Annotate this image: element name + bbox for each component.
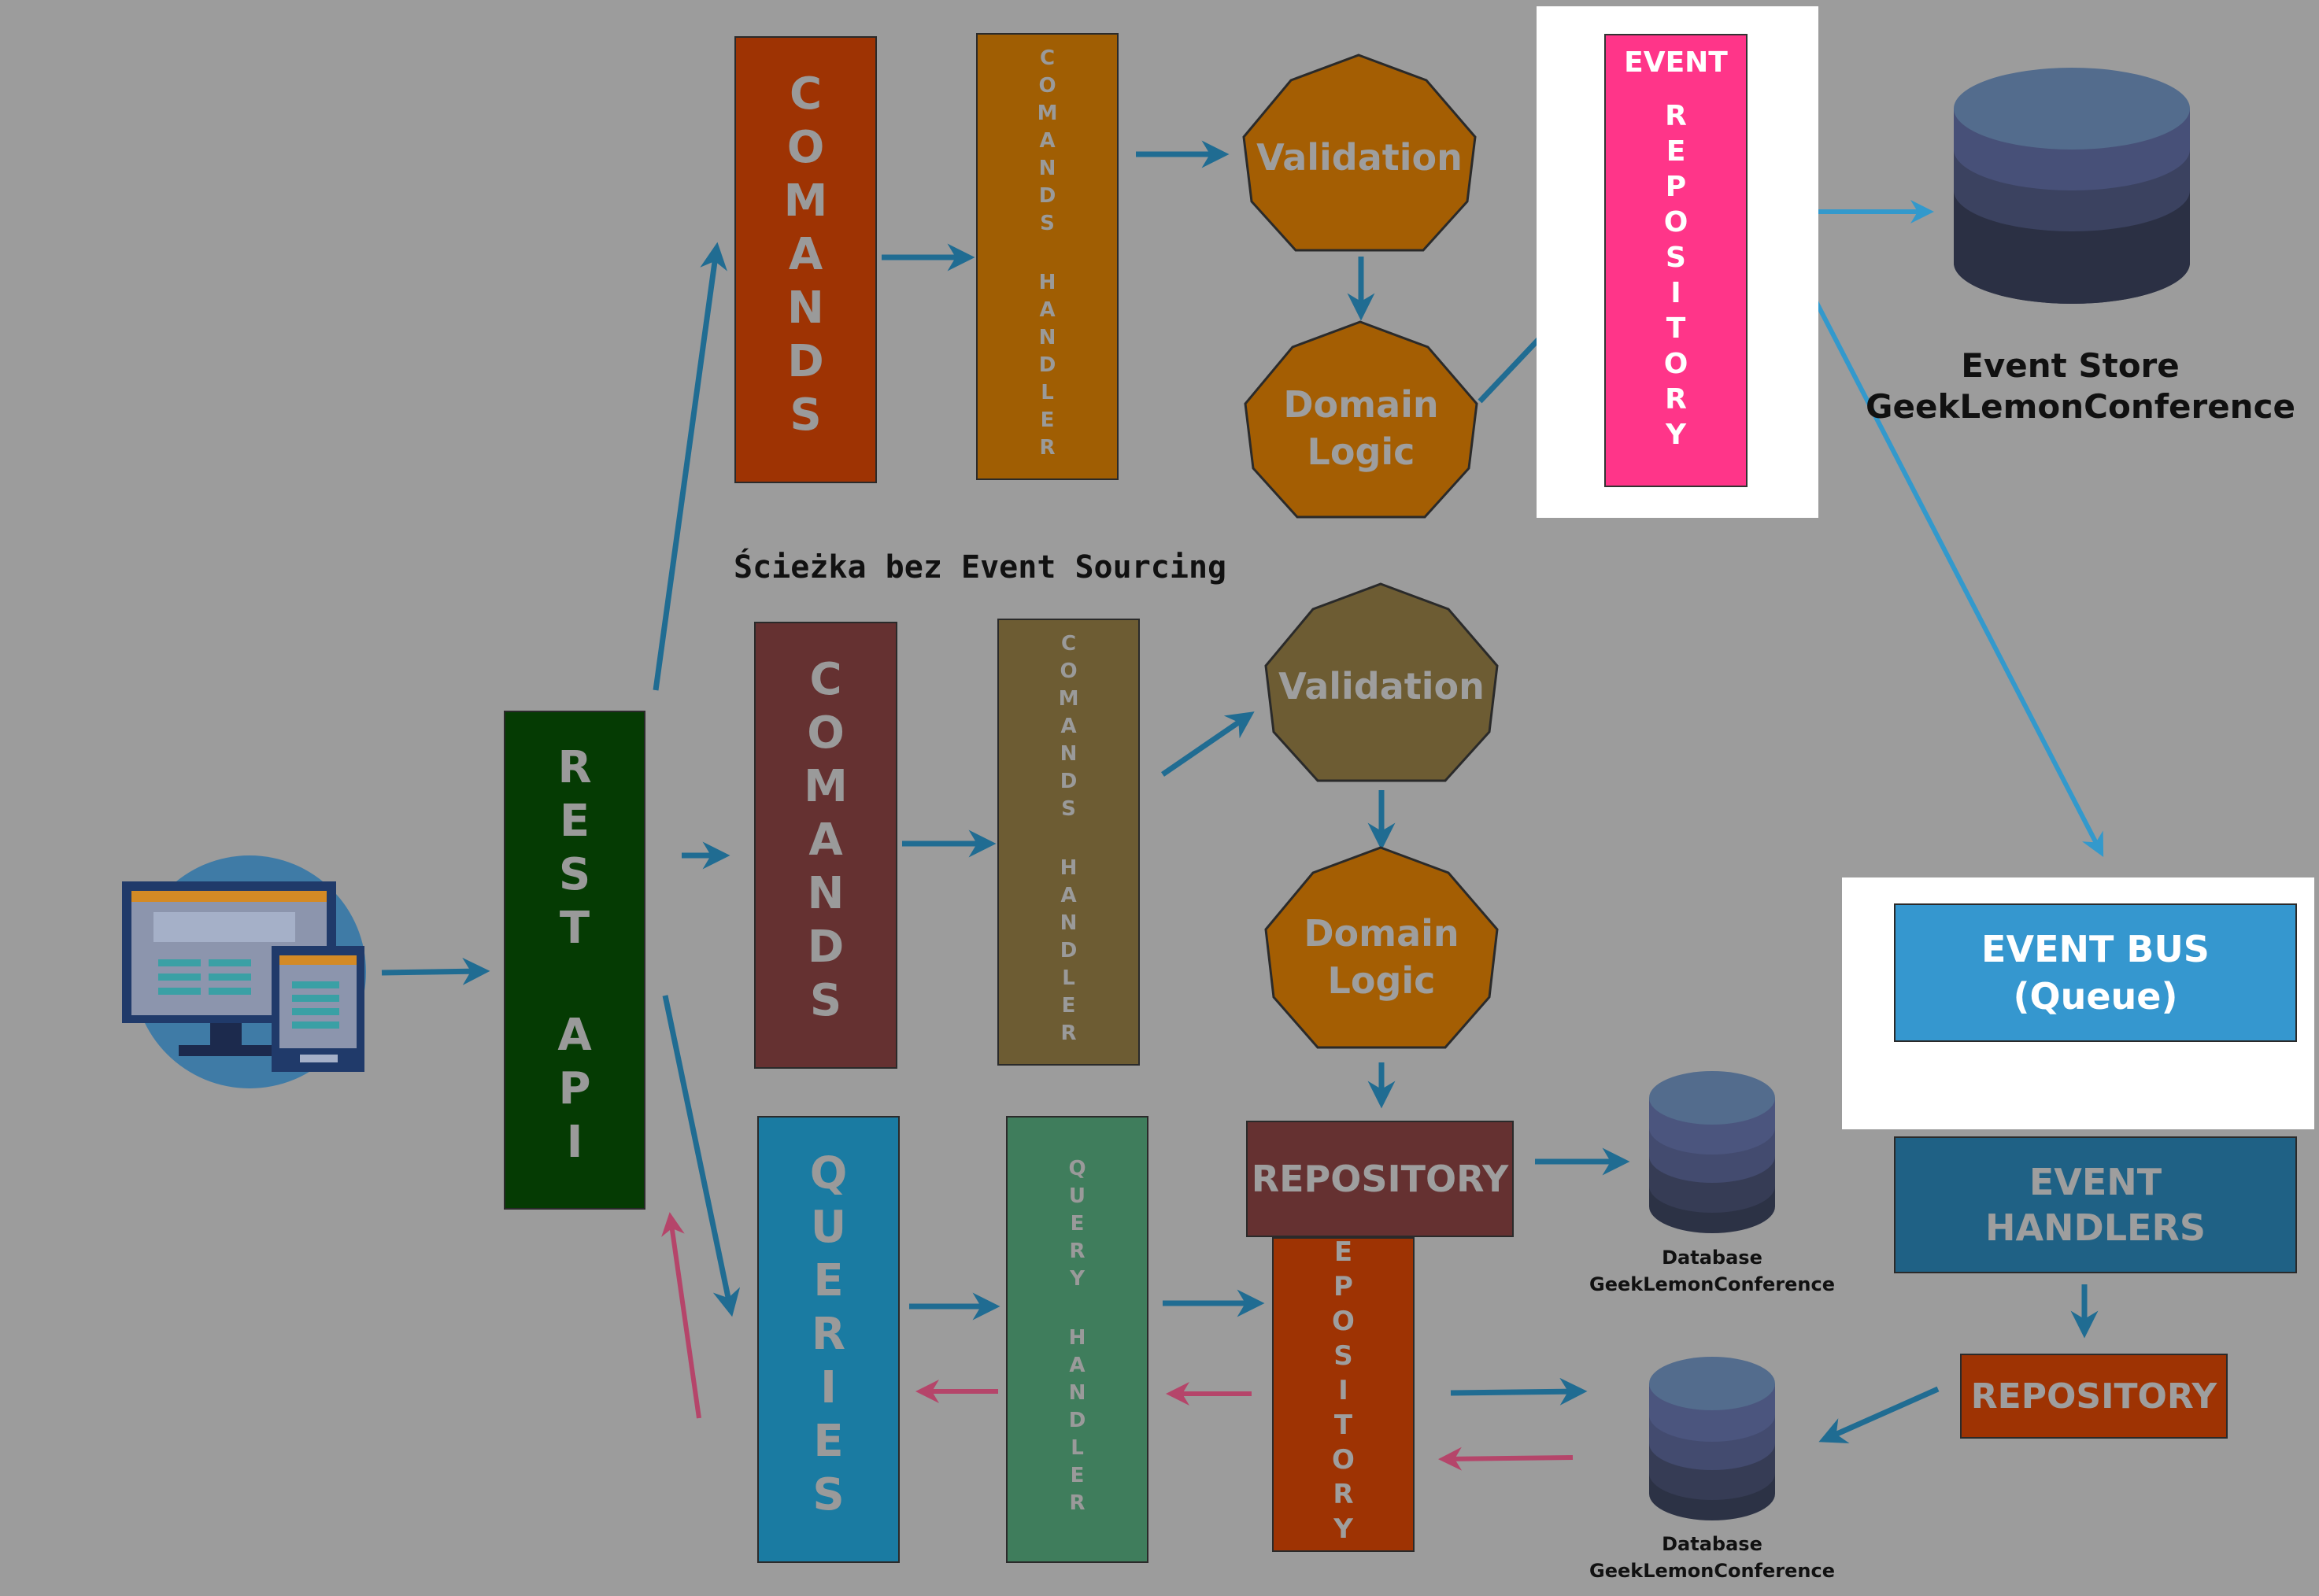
validation-plain-octagon: Validation xyxy=(1259,582,1503,787)
domain-logic-plain-label-1: Domain xyxy=(1304,912,1459,955)
event-store-label-2: GeekLemonConference xyxy=(1866,387,2295,426)
repository-plain-box: REPOSITORY xyxy=(1246,1121,1514,1237)
database-query-label-2: GeekLemonConference xyxy=(1589,1560,1835,1582)
arrow-database-to-repository xyxy=(1438,1446,1574,1471)
arrow-queries-to-rest xyxy=(661,1212,701,1419)
arrow-rest-to-comands-es xyxy=(653,242,727,691)
domain-logic-plain-octagon: Domain Logic xyxy=(1261,846,1502,1052)
desktop-tablet-icon xyxy=(122,855,366,1092)
database-plain-icon xyxy=(1647,1068,1777,1238)
event-repository-top-label: EVENT xyxy=(1624,46,1728,79)
event-handlers-box: EVENT HANDLERS xyxy=(1894,1136,2297,1273)
arrow-client-to-rest xyxy=(381,957,490,985)
database-plain-label-2: GeekLemonConference xyxy=(1589,1273,1835,1295)
event-bus-label-1: EVENT BUS xyxy=(1981,928,2210,970)
repository-plain-label: REPOSITORY xyxy=(1251,1158,1509,1200)
validation-es-label: Validation xyxy=(1256,136,1463,179)
event-bus-label-2: (Queue) xyxy=(2013,975,2178,1018)
event-bus-box: EVENT BUS (Queue) xyxy=(1894,903,2297,1042)
database-plain-label-1: Database xyxy=(1662,1247,1762,1269)
domain-logic-es-label-2: Logic xyxy=(1307,430,1415,473)
domain-logic-plain-label-2: Logic xyxy=(1327,959,1436,1002)
domain-logic-es-label-1: Domain xyxy=(1283,383,1439,426)
arrow-rest-to-queries xyxy=(662,995,741,1317)
database-query-icon xyxy=(1647,1354,1777,1525)
bus-repository-box: REPOSITORY xyxy=(1960,1354,2228,1439)
arrow-repository-to-query-database xyxy=(1450,1377,1588,1406)
bus-repository-label: REPOSITORY xyxy=(1970,1376,2217,1417)
domain-logic-es-octagon: Domain Logic xyxy=(1241,320,1481,522)
arrow-handler-to-validation-plain xyxy=(1161,711,1255,777)
event-store-label-1: Event Store xyxy=(1961,346,2180,385)
validation-es-octagon: Validation xyxy=(1237,54,1481,257)
event-handlers-label-1: EVENT xyxy=(2029,1161,2162,1203)
event-handlers-label-2: HANDLERS xyxy=(1984,1206,2206,1249)
database-query-label-1: Database xyxy=(1662,1533,1762,1555)
event-store-database-icon xyxy=(1951,65,2193,332)
path-label: Ścieżka bez Event Sourcing xyxy=(734,549,1227,586)
validation-plain-label: Validation xyxy=(1278,665,1485,707)
arrow-repository-to-database-bottom xyxy=(1818,1386,1940,1444)
arrow-event-repo-to-bus xyxy=(1767,210,2104,857)
event-bus-panel: EVENT BUS (Queue) xyxy=(1842,877,2314,1129)
